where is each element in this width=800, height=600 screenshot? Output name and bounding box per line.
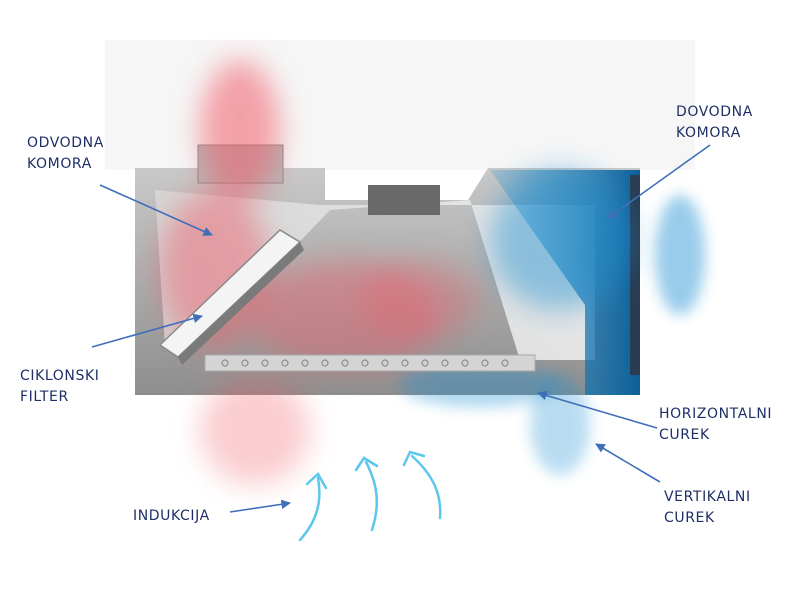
supply-air-flow [400,170,705,475]
induction-arrows [298,450,442,542]
exhaust-air-flow [160,60,480,485]
leader-lines [91,144,711,513]
nozzle-row [204,354,536,372]
label-induction: INDUKCIJA [133,508,210,524]
light-fixture [368,185,440,215]
ceiling [105,40,695,170]
cyclone-filter [158,229,304,365]
